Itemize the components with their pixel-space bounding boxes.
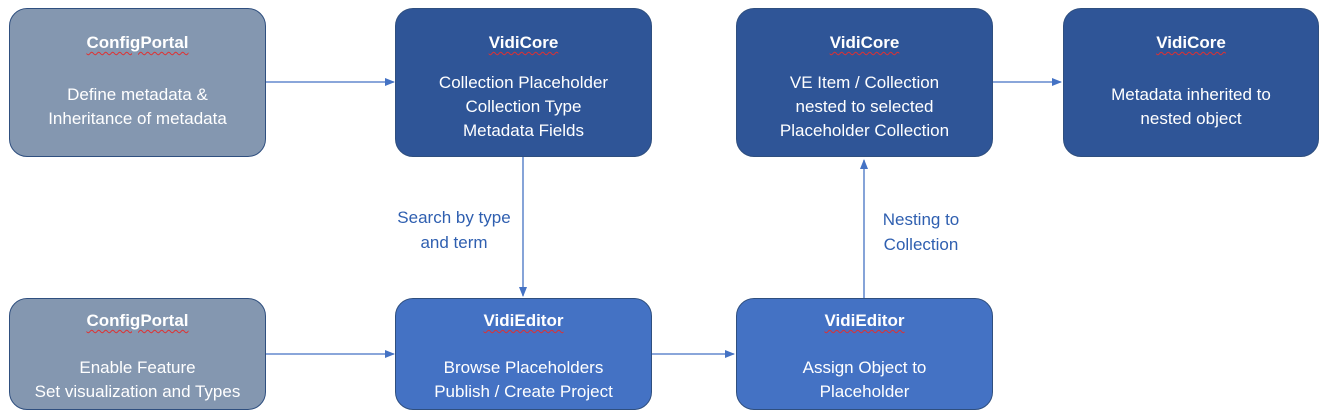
vidieditor-browse-box: VidiEditor Browse Placeholders Publish /… — [395, 298, 652, 410]
box-text-line: Browse Placeholders — [443, 358, 604, 377]
box-text-line: Assign Object to — [802, 358, 927, 377]
configportal-feature-box: ConfigPortal Enable Feature Set visualiz… — [9, 298, 266, 410]
box-title: VidiEditor — [824, 311, 905, 330]
box-title: ConfigPortal — [86, 311, 189, 330]
edge-label-line: Collection — [883, 235, 959, 254]
edge-label-line: Nesting to — [882, 210, 960, 229]
vidicore-placeholder-box: VidiCore Collection Placeholder Collecti… — [395, 8, 652, 157]
vidicore-nested-box: VidiCore VE Item / Collection nested to … — [736, 8, 993, 157]
vidicore-inherited-box: VidiCore Metadata inherited to nested ob… — [1063, 8, 1319, 157]
box-text-line: Collection Placeholder — [438, 73, 609, 92]
box-text-line: nested object — [1140, 109, 1242, 128]
box-text-line: Placeholder Collection — [779, 121, 950, 140]
box-title: VidiCore — [488, 33, 559, 52]
box-text-line: Metadata inherited to — [1111, 85, 1271, 104]
edge-label-line: and term — [420, 233, 488, 252]
box-title: VidiCore — [1156, 33, 1226, 52]
box-text-line: Placeholder — [819, 382, 910, 401]
box-text-line: Inheritance of metadata — [48, 109, 227, 128]
box-text-line: Metadata Fields — [463, 121, 584, 140]
box-text-line: Collection Type — [465, 97, 582, 116]
edge-label-nesting: Nesting to Collection — [866, 207, 976, 257]
box-title: ConfigPortal — [86, 33, 189, 52]
box-title: VidiEditor — [483, 311, 564, 330]
box-text-line: nested to selected — [795, 97, 934, 116]
box-title: VidiCore — [829, 33, 900, 52]
box-text-line: Publish / Create Project — [434, 382, 613, 401]
vidieditor-assign-box: VidiEditor Assign Object to Placeholder — [736, 298, 993, 410]
edge-label-line: Search by type — [397, 208, 511, 227]
configportal-metadata-box: ConfigPortal Define metadata & Inheritan… — [9, 8, 266, 157]
edge-label-search: Search by type and term — [384, 205, 524, 255]
box-text-line: Enable Feature — [79, 358, 196, 377]
box-text-line: Define metadata & — [67, 85, 208, 104]
box-text-line: VE Item / Collection — [789, 73, 940, 92]
box-text-line: Set visualization and Types — [34, 382, 241, 401]
